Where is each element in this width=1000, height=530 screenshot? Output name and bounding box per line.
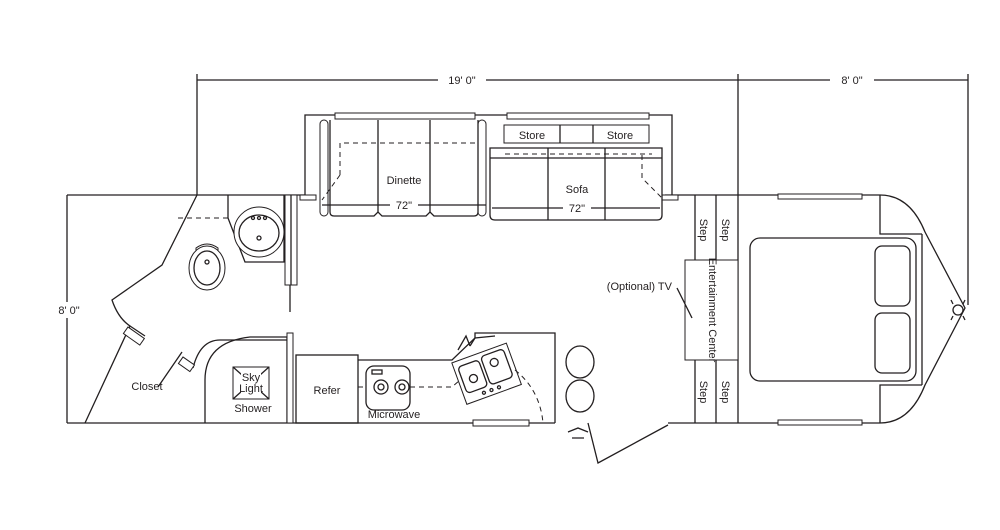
bedroom <box>749 193 966 426</box>
dinette-width-label: 72" <box>396 200 412 212</box>
store-left-label: Store <box>519 130 545 142</box>
slide-out <box>299 112 679 201</box>
shower-label: Shower <box>234 403 272 415</box>
dinette-label: Dinette <box>387 175 422 187</box>
sofa-width-label: 72" <box>569 203 585 215</box>
dinette <box>319 119 487 217</box>
bathroom <box>178 194 298 312</box>
front-length-label: 8' 0" <box>841 75 862 87</box>
step-label-1: Step <box>697 219 709 242</box>
entertainment-center-label: Entertainment Center <box>706 258 718 363</box>
steps <box>676 195 739 423</box>
step-label-3: Step <box>697 381 709 404</box>
skylight-label-2: Light <box>239 383 263 395</box>
overall-length-label: 19' 0" <box>448 75 476 87</box>
sofa <box>489 124 663 221</box>
step-label-4: Step <box>719 381 731 404</box>
closet-shower <box>122 325 294 424</box>
closet-label: Closet <box>131 381 162 393</box>
dimension-lines <box>52 72 969 423</box>
microwave-label: Microwave <box>368 409 421 421</box>
store-right-label: Store <box>607 130 633 142</box>
width-label: 8' 0" <box>58 305 79 317</box>
sofa-label: Sofa <box>566 184 590 196</box>
tv-label: (Optional) TV <box>607 281 673 293</box>
skylight-label-1: Sky <box>242 372 261 384</box>
kitchen <box>295 332 595 439</box>
refer-label: Refer <box>314 385 341 397</box>
step-label-2: Step <box>719 219 731 242</box>
